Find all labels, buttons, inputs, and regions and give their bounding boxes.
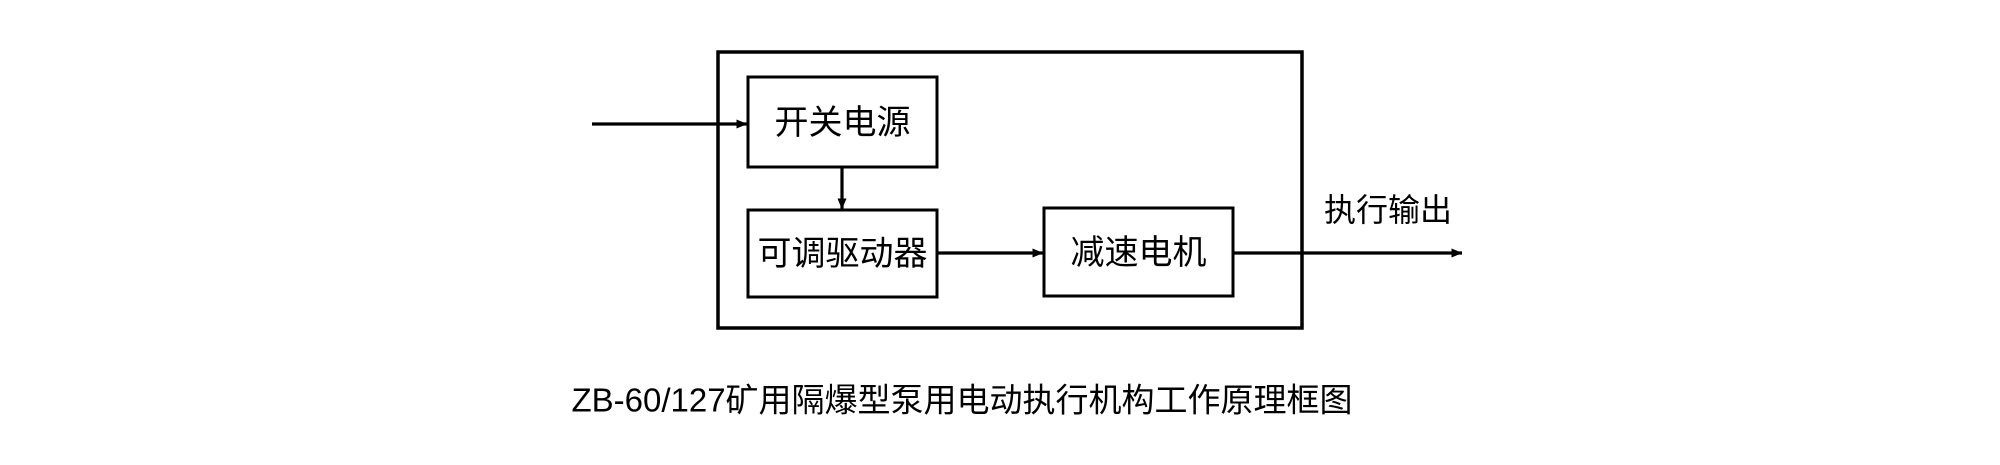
explosion-proof-enclosure-box: [716, 50, 1304, 330]
diagram-caption: ZB-60/127矿用隔爆型泵用电动执行机构工作原理框图: [571, 382, 1352, 419]
block-adjustable-driver-label: 可调驱动器: [758, 235, 928, 273]
block-switching-power-supply: [746, 75, 939, 169]
actuator-output-label: 执行输出: [1324, 192, 1452, 228]
block-switching-power-supply-label: 开关电源: [775, 104, 911, 142]
block-geared-motor-label: 减速电机: [1071, 234, 1207, 272]
